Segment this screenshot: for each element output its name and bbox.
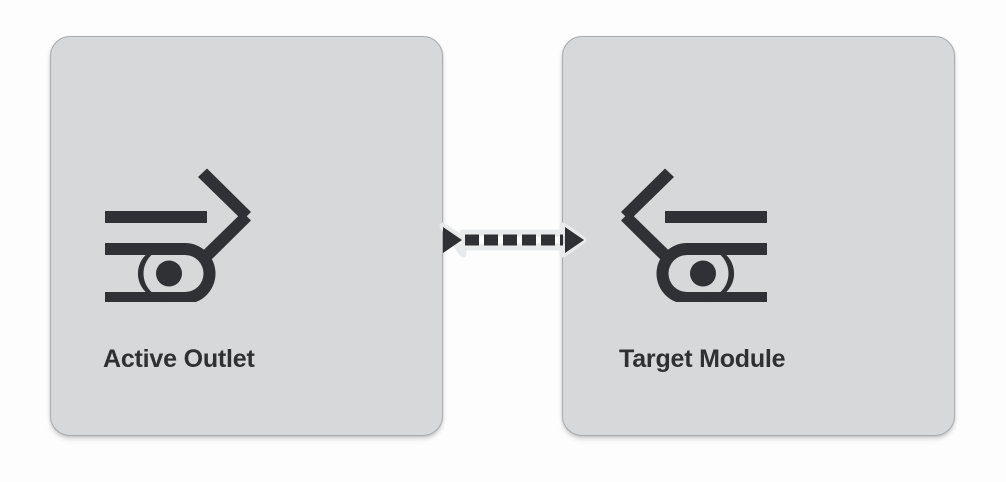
edge-source-to-target[interactable] bbox=[437, 218, 589, 262]
edge-end-arrowhead bbox=[565, 227, 584, 253]
node-label-target: Target Module bbox=[619, 345, 786, 373]
outlet-loop-arrow-icon bbox=[619, 167, 769, 302]
edge-start-arrowhead bbox=[443, 227, 462, 253]
node-label-source: Active Outlet bbox=[103, 345, 255, 373]
node-card-target[interactable]: Target Module bbox=[562, 36, 955, 436]
outlet-loop-arrow-icon bbox=[103, 167, 253, 302]
node-card-source[interactable]: Active Outlet bbox=[50, 36, 443, 436]
